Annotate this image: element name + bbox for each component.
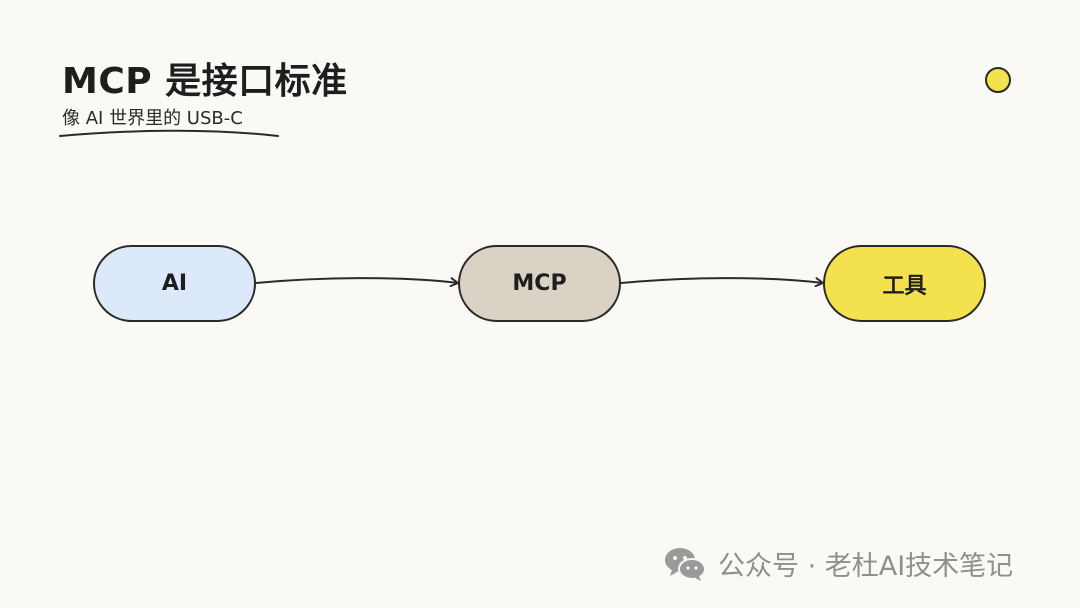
arrow-ai-to-mcp (255, 277, 459, 288)
page-title: MCP 是接口标准 (62, 61, 348, 102)
footer-text: 公众号 · 老杜AI技术笔记 (718, 551, 1014, 582)
node-ai: AI (93, 245, 256, 322)
node-tools: 工具 (823, 245, 986, 322)
node-mcp: MCP (458, 245, 621, 322)
page-subtitle: 像 AI 世界里的 USB-C (62, 108, 243, 129)
footer-watermark: 公众号 · 老杜AI技术笔记 (664, 544, 1013, 583)
yellow-dot-decoration (985, 67, 1011, 93)
wechat-icon (665, 547, 706, 581)
arrow-mcp-to-tools (620, 277, 824, 288)
subtitle-underline (59, 129, 279, 137)
